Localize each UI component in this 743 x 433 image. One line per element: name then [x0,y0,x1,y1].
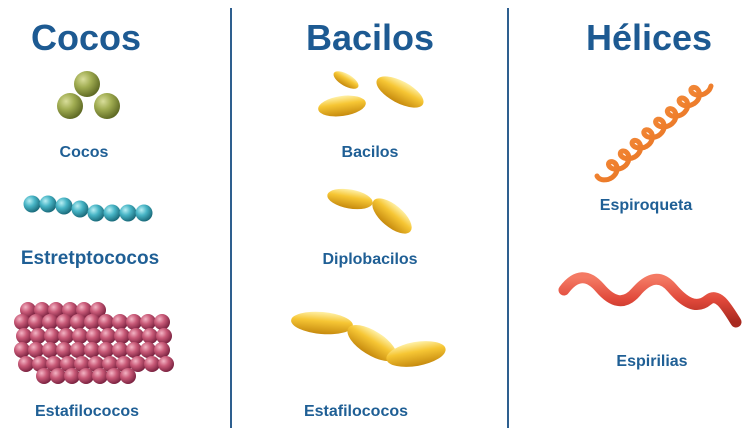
label-espirilias: Espirilias [616,353,688,370]
estreptococos-illustration [23,195,153,222]
heading-cocos: Cocos [30,17,142,58]
heading-helices: Hélices [585,17,713,58]
diplobacilos-illustration [327,188,412,234]
heading-bacilos: Bacilos [305,17,435,58]
label-estafilococos-1: Estafilococos [34,403,140,420]
label-estafilococos-2: Estafilococos [303,403,409,420]
label-diplobacilos: Diplobacilos [322,251,418,268]
column-divider-1 [230,8,232,428]
espirilias-illustration [558,272,742,328]
bacilos-illustration [318,71,424,117]
label-cocos: Cocos [59,144,109,161]
column-divider-2 [507,8,509,428]
espiroqueta-illustration [594,83,714,183]
label-bacilos: Bacilos [341,144,399,161]
estafilococos-cocos-illustration [14,302,174,384]
label-estretptococos: Estretptococos [20,248,160,269]
estafilococos-bacilos-illustration [291,311,446,367]
label-espiroqueta: Espiroqueta [599,197,693,214]
cocos-illustration [57,71,120,119]
